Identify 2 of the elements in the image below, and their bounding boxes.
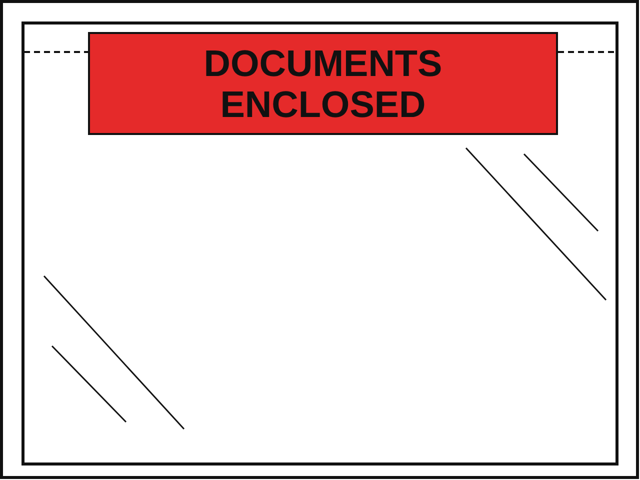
label-banner [88,32,558,135]
label-text: DOCUMENTS ENCLOSED [202,42,444,124]
